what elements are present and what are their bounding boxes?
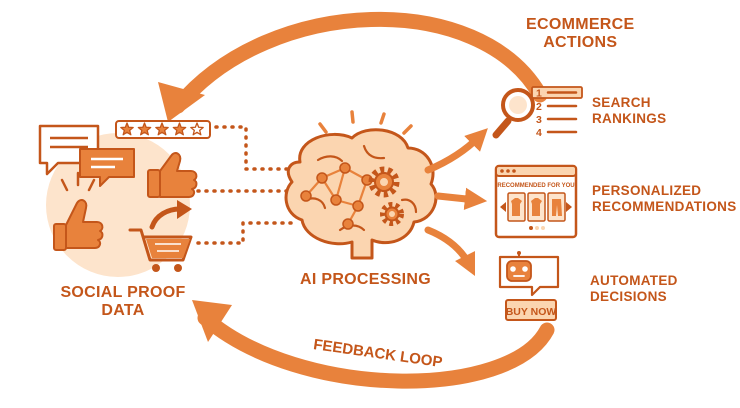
output-arrows [424, 128, 488, 277]
feedback-loop-arrow [192, 300, 555, 389]
top-return-arrow [158, 12, 548, 122]
personalized-line-2: RECOMMENDATIONS [592, 198, 737, 214]
search-rankings-line-1: SEARCH [592, 95, 651, 110]
thumbs-up-icon-right [147, 152, 198, 198]
search-rankings-label: SEARCH RANKINGS [592, 95, 666, 126]
search-rankings-line-2: RANKINGS [592, 110, 667, 126]
recommendations-panel-icon [494, 164, 578, 239]
star-filled-icon [172, 122, 187, 136]
share-arrow-icon [149, 200, 192, 230]
automated-decisions-label: AUTOMATED DECISIONS [590, 273, 678, 304]
star-empty-icon [190, 122, 204, 136]
ecommerce-actions-label: ECOMMERCE ACTIONS [526, 16, 634, 53]
robot-icon [506, 251, 532, 282]
magnifier-icon [492, 88, 535, 139]
brain-icon [284, 110, 438, 260]
automated-line-1: AUTOMATED [590, 273, 678, 288]
social-proof-data-label: SOCIAL PROOF DATA [52, 284, 194, 321]
buy-now-button [505, 299, 557, 321]
social-proof-cluster [38, 120, 211, 277]
ranking-number: 1 [536, 88, 542, 100]
star-filled-icon [137, 122, 152, 136]
personalized-line-1: PERSONALIZED [592, 183, 702, 198]
search-rankings-icon [492, 86, 583, 139]
ranking-number: 2 [536, 101, 542, 113]
automated-decisions-icon [498, 251, 560, 321]
automated-line-2: DECISIONS [590, 288, 667, 304]
social-proof-line-1: SOCIAL PROOF [60, 284, 186, 301]
chat-bubble-icon [79, 148, 135, 187]
ecommerce-actions-line-1: ECOMMERCE [526, 16, 635, 33]
ai-processing-label: AI PROCESSING [300, 271, 432, 288]
shopping-cart-icon [128, 228, 193, 272]
ranking-number: 4 [536, 127, 542, 139]
star-filled-icon [155, 122, 169, 136]
ranking-number: 3 [536, 114, 542, 126]
gear-icon-large [368, 166, 400, 198]
buy-now-text: BUY NOW [506, 306, 557, 318]
gear-icon-small [380, 202, 404, 226]
thumbs-up-icon-left [53, 171, 104, 251]
social-proof-line-2: DATA [101, 302, 145, 320]
star-filled-icon [120, 122, 134, 136]
rating-icon [115, 120, 211, 139]
data-flow-connectors [196, 125, 298, 245]
ecommerce-actions-line-2: ACTIONS [543, 34, 618, 52]
personalized-recommendations-label: PERSONALIZED RECOMMENDATIONS [592, 183, 737, 214]
feedback-loop-label: FEEDBACK LOOP [312, 336, 443, 371]
recommended-for-you-text: RECOMMENDED FOR YOU [497, 183, 574, 189]
